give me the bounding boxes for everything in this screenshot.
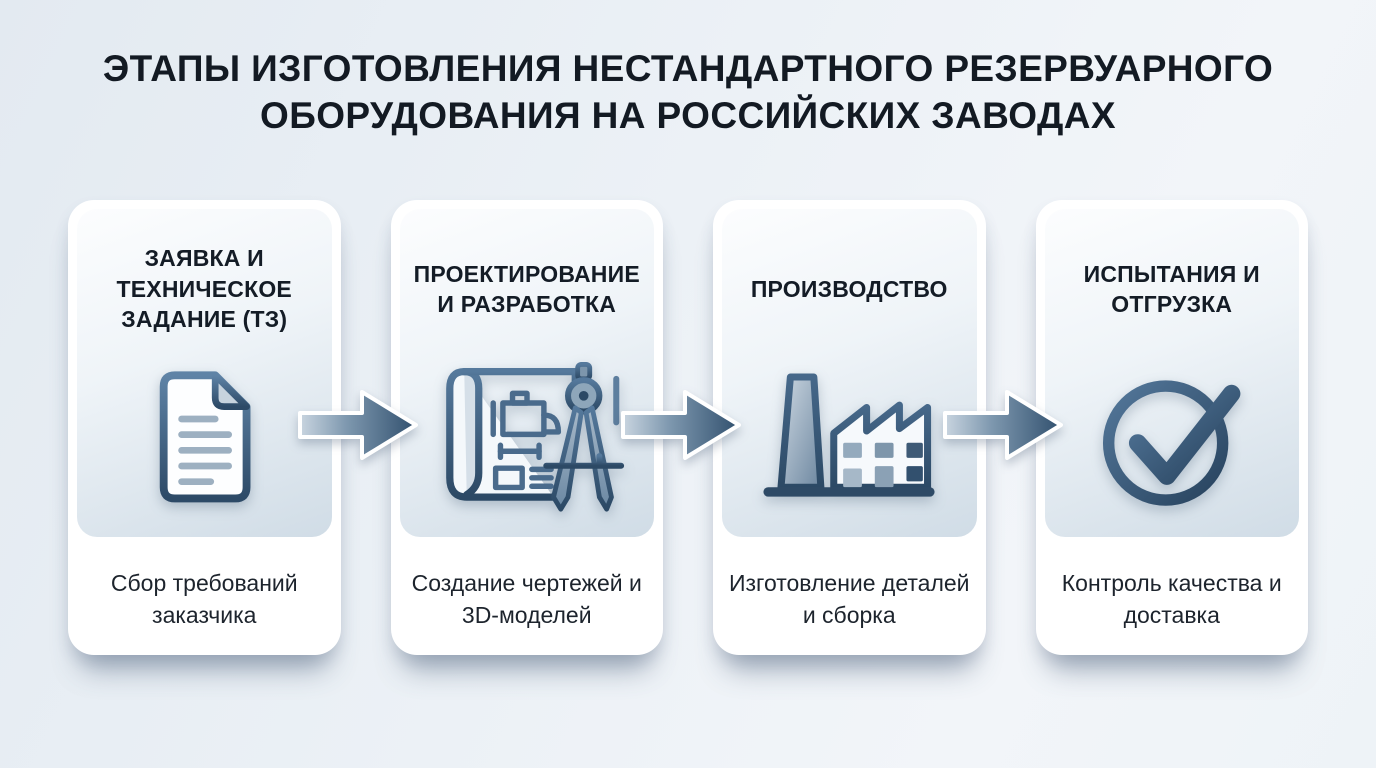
stage-card-testing: ИСПЫТАНИЯ И ОТГРУЗКА Контроль качества и… (1035, 200, 1308, 655)
stage-title: ЗАЯВКА И ТЕХНИЧЕСКОЕ ЗАДАНИЕ (ТЗ) (116, 245, 292, 333)
stage-card-request: ЗАЯВКА И ТЕХНИЧЕСКОЕ ЗАДАНИЕ (ТЗ) (68, 200, 341, 655)
blueprint-compass-icon (400, 355, 655, 521)
stage-panel: ПРОИЗВОДСТВО (722, 209, 977, 537)
stage-title: ИСПЫТАНИЯ И ОТГРУЗКА (1083, 260, 1260, 317)
flow-arrow-icon (298, 390, 418, 460)
stage-subtitle: Изготовление деталей и сборка (728, 570, 970, 628)
stage-subtitle: Создание чертежей и 3D-моделей (411, 570, 642, 628)
page-title-text: ЭТАПЫ ИЗГОТОВЛЕНИЯ НЕСТАНДАРТНОГО РЕЗЕРВ… (102, 48, 1274, 136)
factory-icon (722, 355, 977, 521)
stage-panel: ЗАЯВКА И ТЕХНИЧЕСКОЕ ЗАДАНИЕ (ТЗ) (77, 209, 332, 537)
stage-card-production: ПРОИЗВОДСТВО (713, 200, 986, 655)
stage-card-design: ПРОЕКТИРОВАНИЕ И РАЗРАБОТКА (390, 200, 663, 655)
flow-arrow-icon (621, 390, 741, 460)
stage-title: ПРОИЗВОДСТВО (750, 275, 948, 302)
stage-subtitle: Сбор требований заказчика (110, 570, 298, 628)
stage-panel: ИСПЫТАНИЯ И ОТГРУЗКА (1044, 209, 1300, 537)
check-circle-icon (1045, 355, 1300, 521)
page-title: ЭТАПЫ ИЗГОТОВЛЕНИЯ НЕСТАНДАРТНОГО РЕЗЕРВ… (0, 46, 1376, 139)
stage-subtitle: Контроль качества и доставка (1061, 570, 1282, 628)
stages-row: ЗАЯВКА И ТЕХНИЧЕСКОЕ ЗАДАНИЕ (ТЗ) (68, 200, 1308, 655)
stage-title: ПРОЕКТИРОВАНИЕ И РАЗРАБОТКА (413, 260, 640, 317)
flow-arrow-icon (943, 390, 1063, 460)
stage-panel: ПРОЕКТИРОВАНИЕ И РАЗРАБОТКА (399, 209, 655, 537)
document-icon (77, 355, 332, 521)
